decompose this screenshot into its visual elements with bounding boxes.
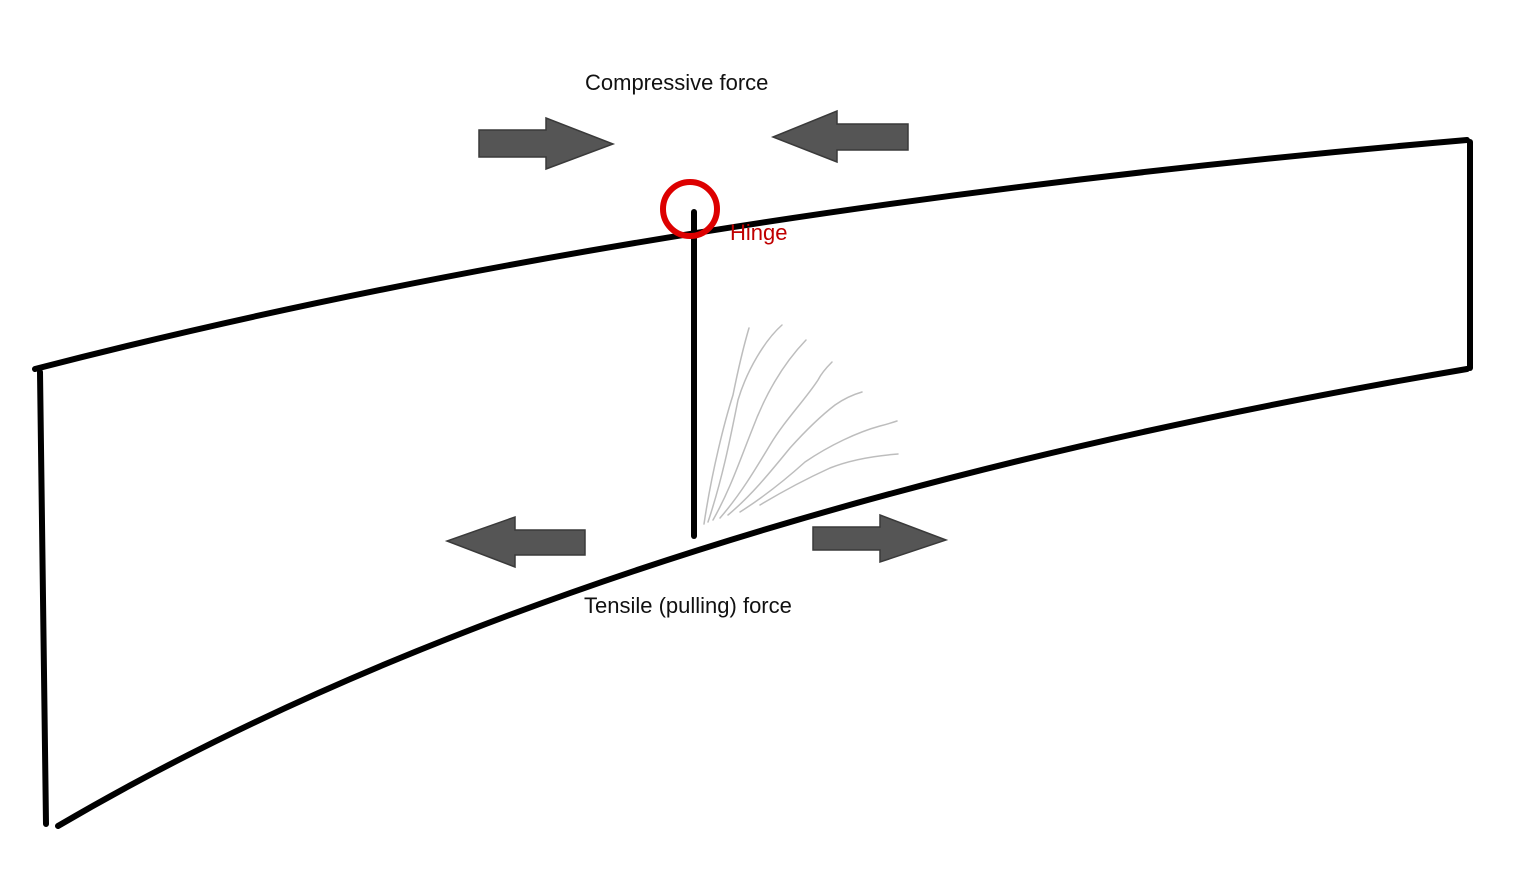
tensile-arrow-right-icon (812, 513, 949, 564)
crack-line (759, 453, 899, 506)
crack-line (707, 324, 783, 523)
hinge-label: Hinge (730, 220, 787, 245)
crack-line (727, 391, 863, 516)
compressive-force-label: Compressive force (585, 70, 768, 95)
compressive-arrow-left-icon (770, 109, 909, 164)
force-arrows (444, 109, 949, 569)
beam-left-edge (37, 369, 49, 827)
tensile-arrow-left-icon (444, 515, 586, 569)
crack-line (712, 339, 807, 521)
beam-top-edge (32, 137, 1470, 372)
crack-lines (703, 324, 899, 525)
crack-line (739, 420, 898, 513)
crack-line (719, 361, 833, 519)
tensile-force-label: Tensile (pulling) force (584, 593, 792, 618)
hinge-circle-icon (660, 179, 720, 239)
crack-line (703, 327, 750, 525)
beam-bottom-edge (55, 366, 1470, 829)
compressive-arrow-right-icon (478, 116, 616, 171)
